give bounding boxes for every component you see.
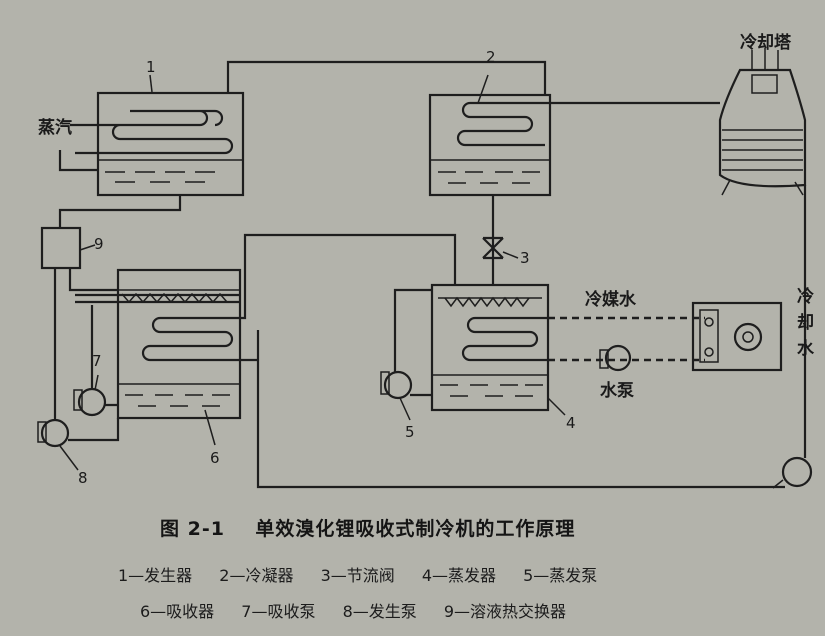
absorber-pump-icon	[77, 387, 107, 417]
caption-number: 图 2-1	[160, 518, 225, 540]
chilled-water-label: 冷媒水	[585, 289, 637, 310]
generator	[70, 91, 245, 197]
label-6: 6	[210, 449, 220, 467]
throttle-valve-icon	[482, 236, 504, 260]
steam-label: 蒸汽	[38, 117, 72, 138]
chilled-water-user-box	[691, 301, 783, 372]
legend-row-1: 1—发生器 2—冷凝器 3—节流阀 4—蒸发器 5—蒸发泵	[118, 562, 619, 586]
label-3: 3	[520, 249, 530, 267]
figure-caption: 图 2-1 单效溴化锂吸收式制冷机的工作原理	[160, 514, 575, 541]
legend-item: 7—吸收泵	[241, 602, 316, 621]
legend-item: 3—节流阀	[320, 566, 395, 585]
legend-item: 1—发生器	[118, 566, 193, 585]
evaporator-pump-icon	[383, 370, 413, 400]
legend-item: 5—蒸发泵	[523, 566, 598, 585]
solution-heat-exchanger	[40, 226, 82, 270]
legend-row-2: 6—吸收器 7—吸收泵 8—发生泵 9—溶液热交换器	[140, 598, 588, 622]
label-1: 1	[146, 58, 156, 76]
label-5: 5	[405, 423, 415, 441]
cooling-tower-label: 冷却塔	[740, 32, 792, 53]
legend-item: 4—蒸发器	[421, 566, 497, 585]
legend-item: 6—吸收器	[140, 602, 215, 621]
water-pump-icon	[604, 344, 632, 372]
label-8: 8	[78, 469, 88, 487]
condenser	[428, 93, 552, 197]
absorber	[116, 268, 258, 420]
absorption-chiller-diagram: 1 2 3 4 5 6 7 8 9 蒸汽 冷却塔 冷媒水 水泵 冷 却 水	[37, 32, 815, 489]
cooling-water-label-2: 却	[797, 312, 814, 333]
label-7: 7	[92, 352, 102, 370]
label-9: 9	[94, 235, 104, 253]
cooling-water-label-1: 冷	[797, 286, 814, 307]
water-pump-label: 水泵	[600, 380, 634, 401]
cooling-water-label-3: 水	[797, 338, 815, 359]
cooling-tower	[718, 48, 807, 196]
caption-title: 单效溴化锂吸收式制冷机的工作原理	[255, 518, 576, 540]
legend-item: 9—溶液热交换器	[443, 602, 567, 621]
label-4: 4	[566, 414, 576, 432]
label-2: 2	[486, 48, 496, 66]
evaporator	[430, 283, 550, 412]
legend-item: 8—发生泵	[342, 602, 417, 621]
cooling-water-pump-icon	[781, 456, 813, 488]
legend-item: 2—冷凝器	[219, 566, 294, 585]
generator-pump-icon	[40, 418, 70, 448]
